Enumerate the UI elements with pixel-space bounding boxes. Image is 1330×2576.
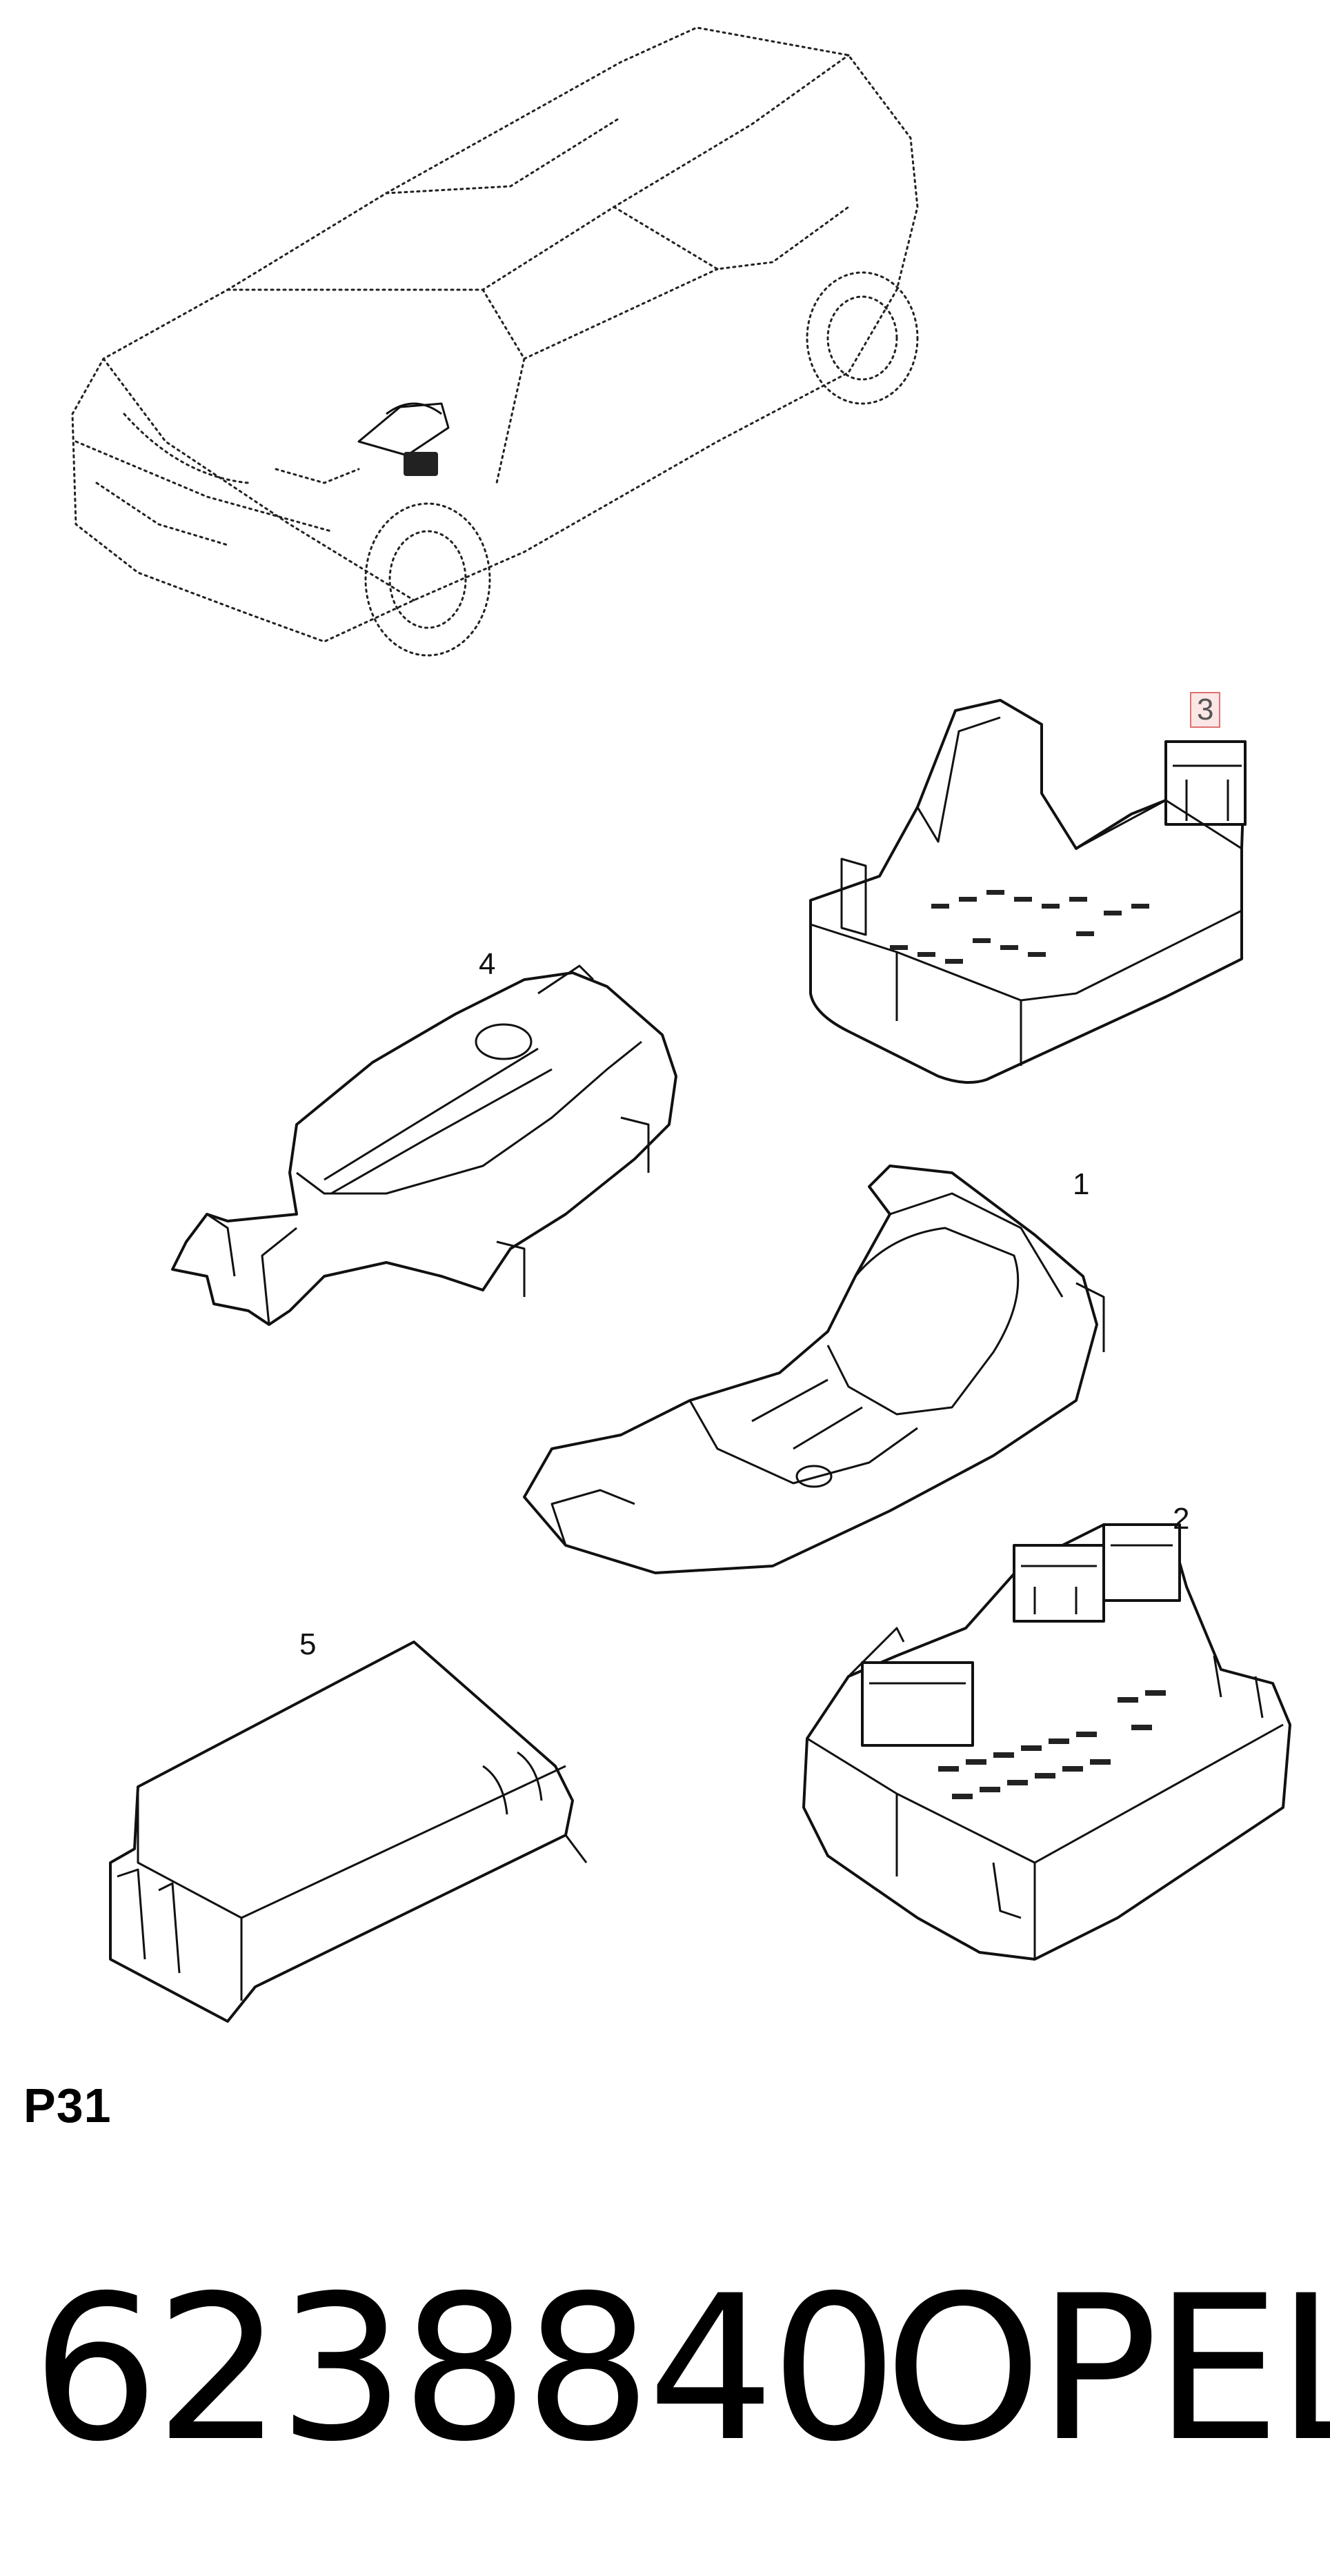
part-4-bracket [171,964,677,1326]
page-code: P31 [23,2079,112,2132]
part-3-housing [809,699,1247,1084]
part-2-fuse-box [802,1523,1291,1961]
callout-5: 5 [299,1627,317,1661]
brand-name: OPEL [884,2253,1330,2486]
part-1-tray [523,1165,1105,1574]
callout-1: 1 [1073,1167,1090,1201]
part-5-cover [109,1641,588,2023]
vehicle-outline [71,26,919,657]
callout-3[interactable]: 3 [1190,692,1221,728]
callout-2: 2 [1173,1502,1190,1536]
callout-4: 4 [479,947,496,981]
part-number: 6238840 [32,2253,898,2486]
exploded-parts-diagram: .dot { fill: none; stroke: #222; stroke-… [71,26,1291,2023]
